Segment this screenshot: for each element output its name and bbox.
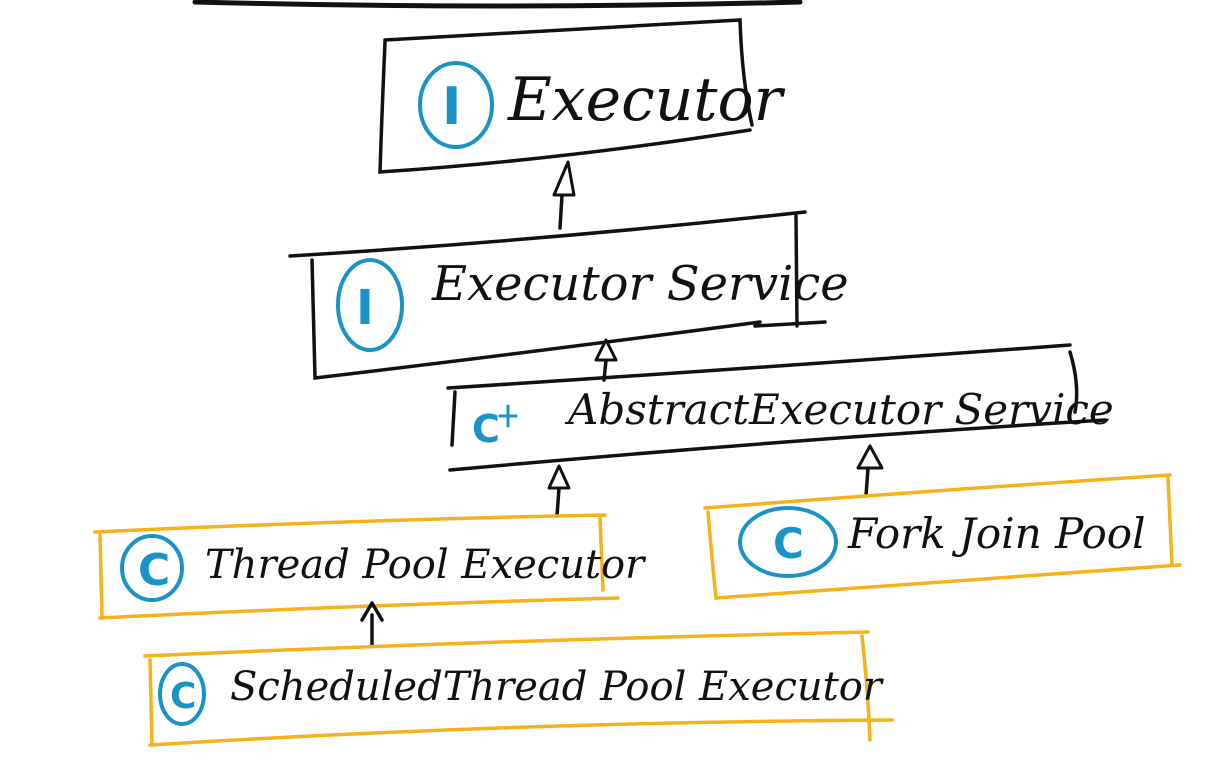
thread-pool-executor-badge-letter: C (138, 545, 170, 596)
thread-pool-executor-label: Thread Pool Executor (205, 542, 647, 588)
scheduled-thread-pool-executor-label: ScheduledThread Pool Executor (230, 664, 885, 710)
executor-service-badge-letter: I (356, 280, 374, 336)
node-abstract-executor-service: C AbstractExecutor Service (446, 343, 1114, 472)
scheduled-thread-pool-executor-badge-letter: C (170, 676, 196, 717)
fork-join-pool-box (703, 473, 1182, 600)
abstract-executor-service-label: AbstractExecutor Service (564, 385, 1114, 434)
class-circle-icon (158, 662, 206, 726)
executor-service-label: Executor Service (431, 256, 849, 312)
interface-circle-icon (336, 258, 404, 352)
abstract-executor-service-box (446, 343, 1107, 472)
node-executor: I Executor (378, 18, 786, 174)
executor-service-interface-badge: I (336, 258, 404, 352)
abstract-executor-service-badge-letter: C (472, 407, 500, 451)
arrow-threadpool-to-abstract (547, 464, 571, 518)
executor-service-box (288, 210, 827, 380)
node-executor-service: I Executor Service (288, 210, 849, 380)
node-scheduled-thread-pool-executor: C ScheduledThread Pool Executor (143, 630, 894, 747)
interface-circle-icon (418, 61, 494, 149)
thread-pool-executor-box (93, 513, 620, 620)
thread-pool-executor-class-badge: C (120, 534, 184, 602)
fork-join-pool-class-badge: C (738, 506, 838, 578)
executor-interface-badge: I (418, 61, 494, 149)
fork-join-pool-badge-letter: C (773, 519, 804, 568)
node-fork-join-pool: C Fork Join Pool (703, 473, 1182, 600)
top-edge-line (192, 0, 803, 9)
class-circle-icon (120, 534, 184, 602)
fork-join-pool-label: Fork Join Pool (847, 509, 1146, 558)
executor-box (378, 18, 754, 174)
scheduled-thread-pool-executor-box (143, 630, 894, 747)
class-circle-icon (738, 506, 838, 578)
arrow-executorservice-to-executor (552, 160, 576, 230)
arrow-forkjoin-to-abstract (856, 444, 884, 498)
executor-label: Executor (507, 65, 786, 135)
executor-badge-letter: I (442, 77, 461, 137)
arrow-abstract-to-executorservice (594, 338, 618, 382)
abstract-marker-icon (498, 404, 518, 428)
arrow-scheduled-to-threadpool (360, 601, 384, 647)
scheduled-thread-pool-executor-class-badge: C (158, 662, 206, 726)
node-thread-pool-executor: C Thread Pool Executor (93, 513, 647, 620)
